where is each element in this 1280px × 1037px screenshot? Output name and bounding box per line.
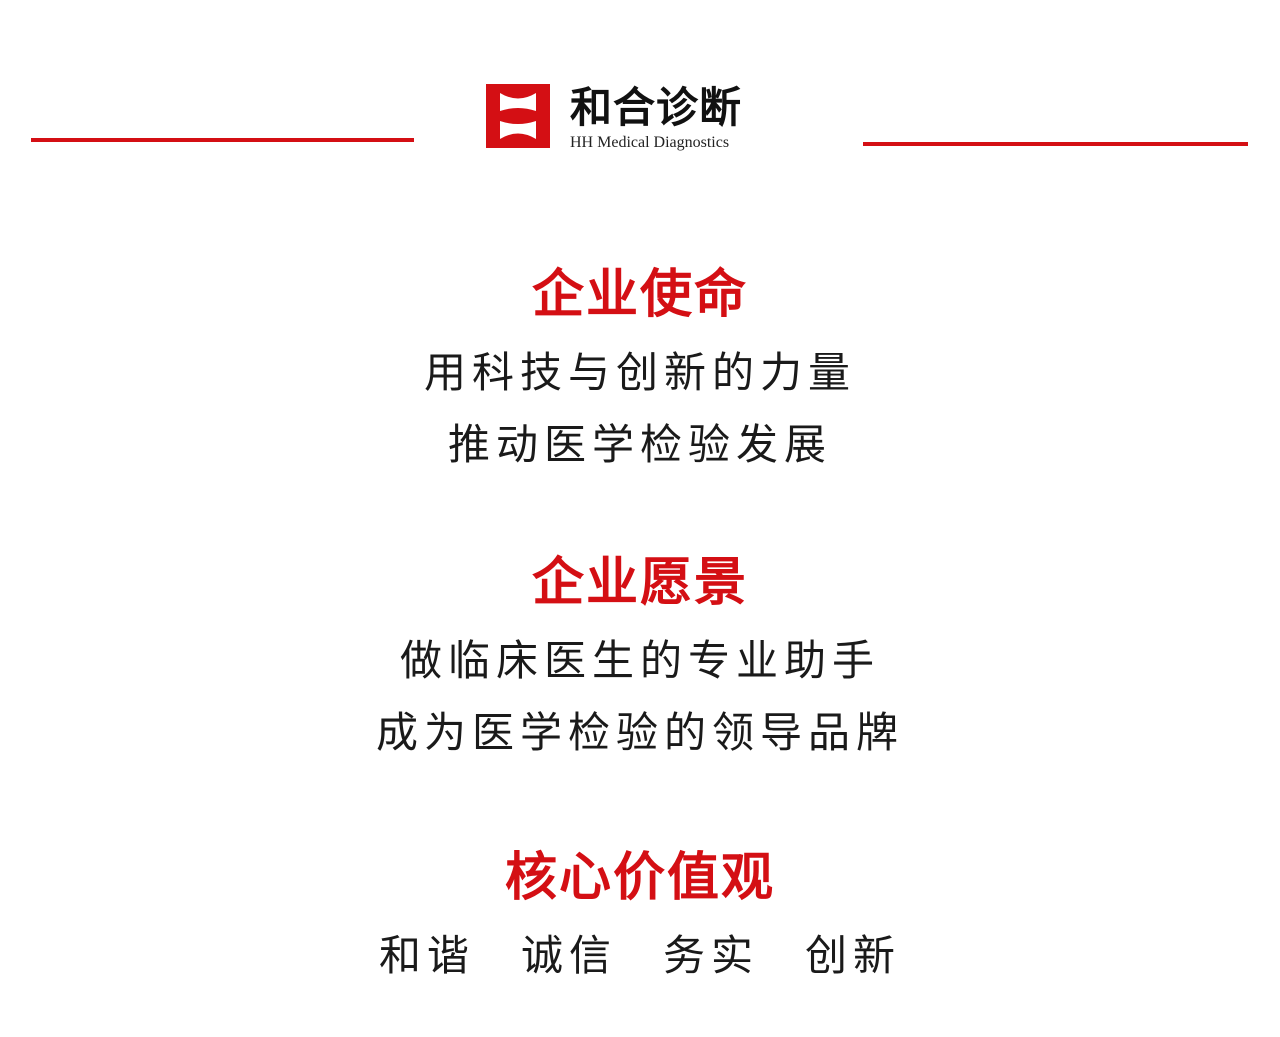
mission-section: 企业使命 用科技与创新的力量 推动医学检验发展 (0, 265, 1280, 481)
brand-logo: 和合诊断 HH Medical Diagnostics (486, 84, 742, 156)
mission-line-1: 用科技与创新的力量 (423, 348, 856, 397)
core-values-section: 核心价值观 和谐 诚信 务实 创新 (0, 848, 1280, 992)
vision-title: 企业愿景 (531, 553, 748, 613)
vision-line-2: 成为医学检验的领导品牌 (375, 708, 904, 757)
brand-name-cn: 和合诊断 (570, 83, 743, 132)
vision-section: 企业愿景 做临床医生的专业助手 成为医学检验的领导品牌 (0, 553, 1280, 769)
core-value-item: 和谐 (378, 931, 475, 980)
brand-wordmark: 和合诊断 HH Medical Diagnostics (570, 84, 742, 152)
core-value-item: 创新 (805, 931, 902, 980)
hh-logo-icon (486, 84, 550, 148)
mission-title: 企业使命 (531, 265, 748, 325)
core-values-title: 核心价值观 (504, 848, 775, 908)
brand-name-en: HH Medical Diagnostics (570, 134, 730, 151)
mission-line-2: 推动医学检验发展 (447, 420, 832, 469)
core-value-item: 务实 (663, 931, 760, 980)
core-value-item: 诚信 (520, 931, 617, 980)
header-rule-right (863, 142, 1248, 146)
header-rule-left (31, 138, 414, 142)
vision-line-1: 做临床医生的专业助手 (399, 636, 880, 685)
page-header: 和合诊断 HH Medical Diagnostics (0, 0, 1280, 190)
core-values-list: 和谐 诚信 务实 创新 (0, 920, 1280, 992)
